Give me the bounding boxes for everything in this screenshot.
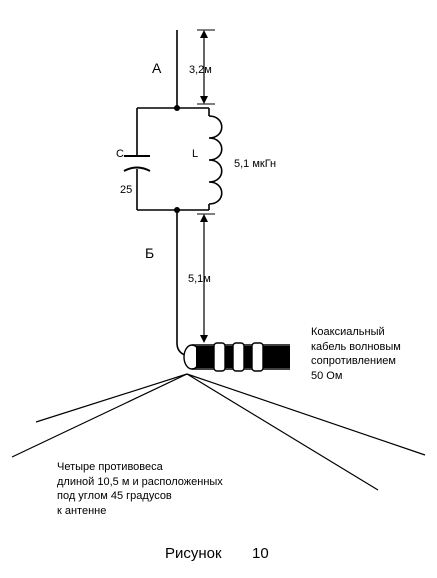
cable-note-line: сопротивлением (311, 355, 396, 367)
radiator-bottom-wire (176, 210, 186, 356)
dimension-bottom-label: 5,1м (188, 273, 211, 285)
counterpoise-note-line: под углом 45 градусов (57, 490, 172, 502)
capacitor-symbol (123, 155, 151, 172)
counterpoise-note-line: Четыре противовеса (57, 461, 164, 473)
section-a-label: А (152, 60, 162, 76)
caption-word: Рисунок (165, 545, 222, 562)
cable-note-line: кабель волновым (311, 341, 401, 353)
cable-note-line: 50 Ом (311, 370, 342, 382)
counterpoise-wire-3 (186, 373, 426, 456)
dimension-top (197, 29, 215, 105)
section-b-label: Б (145, 245, 154, 261)
junction-dot-top (174, 105, 180, 111)
inductor-letter: L (192, 148, 198, 160)
counterpoise-wire-2 (11, 373, 188, 458)
cable-note-line: Коаксиальный (311, 326, 385, 338)
inductor-value: 5,1 мкГн (234, 158, 276, 170)
cable-ferrite-1 (213, 342, 226, 372)
cable-ferrite-2 (232, 342, 245, 372)
capacitor-letter: C (116, 148, 124, 160)
dimension-bottom (197, 213, 215, 343)
coax-cable (183, 342, 290, 372)
counterpoise-note-line: длиной 10,5 м и расположенных (57, 476, 223, 488)
cable-ferrite-3 (251, 342, 264, 372)
counterpoise-note: Четыре противовеса длиной 10,5 м и распо… (57, 461, 223, 517)
caption-number: 10 (252, 545, 269, 562)
counterpoise-wires (11, 373, 426, 491)
inductor-coil (208, 108, 223, 210)
counterpoise-wire-1 (35, 373, 188, 423)
cable-note: Коаксиальный кабель волновым сопротивлен… (311, 326, 401, 382)
dimension-top-label: 3,2м (189, 64, 212, 76)
capacitor-value: 25 (120, 184, 132, 196)
figure-caption: Рисунок 10 (165, 545, 269, 562)
lc-circuit (123, 105, 223, 213)
counterpoise-note-line: к антенне (57, 505, 106, 517)
counterpoise-wire-4 (186, 373, 379, 491)
